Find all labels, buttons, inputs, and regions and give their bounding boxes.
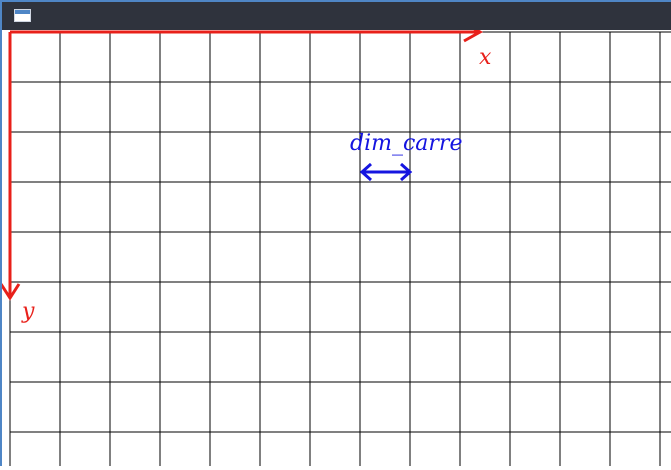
square-size-label: dim_carre (350, 131, 462, 156)
square-size-arrow (359, 162, 413, 182)
x-axis-label: x (479, 45, 492, 70)
title-bar[interactable] (2, 2, 671, 30)
grid-diagram: x y dim_carre (0, 21, 671, 466)
window-icon[interactable] (14, 9, 31, 22)
y-axis-arrow (0, 32, 21, 301)
drawing-canvas[interactable]: x y dim_carre (0, 21, 671, 466)
y-axis-label: y (21, 299, 35, 324)
grid-lines (9, 31, 671, 466)
